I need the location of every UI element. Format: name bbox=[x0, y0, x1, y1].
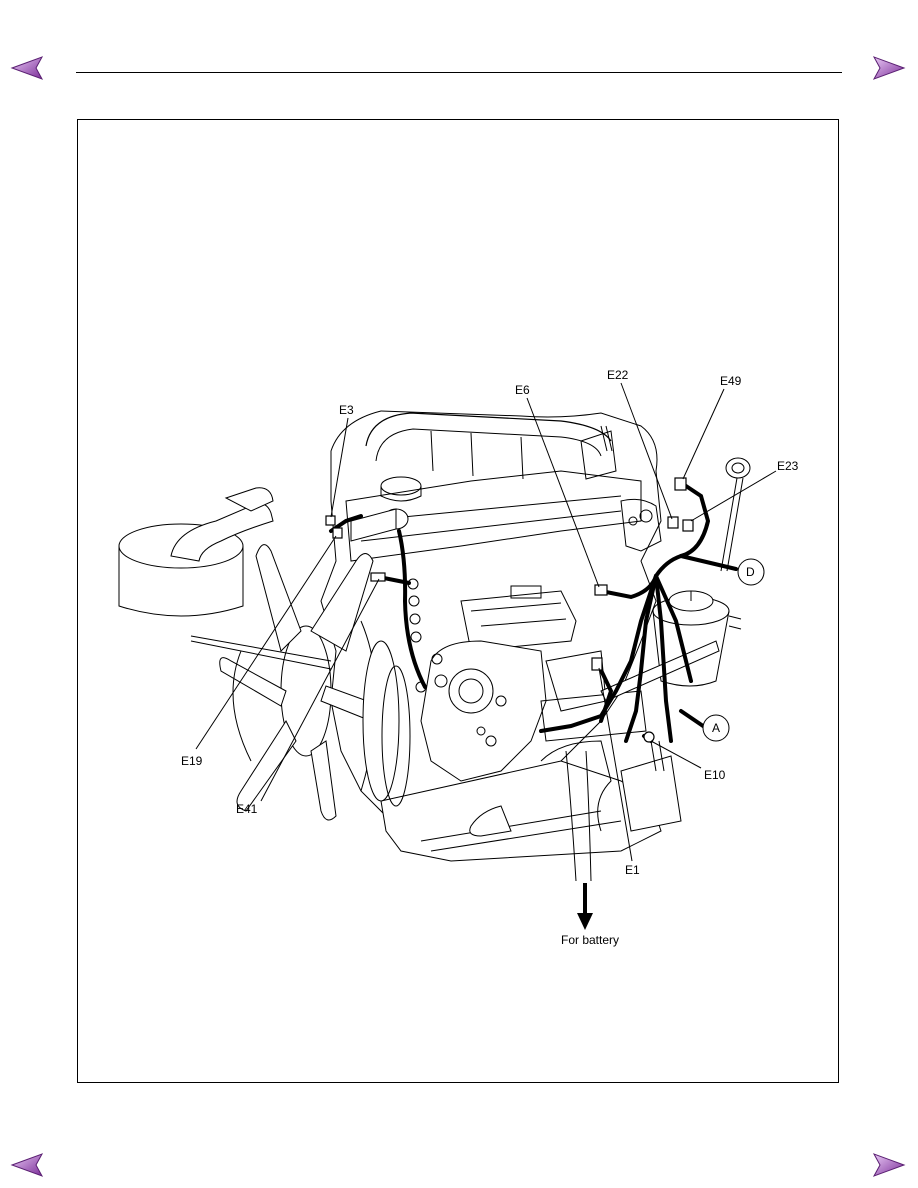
label-e3: E3 bbox=[339, 403, 354, 417]
label-e1: E1 bbox=[625, 863, 640, 877]
header-divider bbox=[76, 72, 842, 73]
battery-label: For battery bbox=[561, 933, 619, 947]
connector-e41 bbox=[370, 572, 386, 582]
label-e19: E19 bbox=[181, 754, 203, 768]
engine-harness-diagram: E3 E6 E22 E49 E23 E19 E41 E10 E1 D A For… bbox=[118, 368, 799, 947]
connector-e1 bbox=[591, 657, 603, 671]
callout-a-label: A bbox=[712, 721, 720, 735]
label-e22: E22 bbox=[607, 368, 629, 382]
label-e6: E6 bbox=[515, 383, 530, 397]
left-arrow-icon bbox=[10, 56, 44, 80]
previous-page-button-bottom[interactable] bbox=[10, 1152, 44, 1178]
previous-page-button[interactable] bbox=[10, 55, 44, 81]
label-e23: E23 bbox=[777, 459, 799, 473]
connector-e49 bbox=[674, 477, 687, 491]
connector-e10 bbox=[643, 731, 655, 743]
leader-lines bbox=[195, 382, 777, 862]
label-e41: E41 bbox=[236, 802, 258, 816]
label-e49: E49 bbox=[720, 374, 742, 388]
engine-block bbox=[320, 410, 662, 862]
callout-d bbox=[737, 558, 765, 586]
wiring-figure-frame: E3 E6 E22 E49 E23 E19 E41 E10 E1 D A For… bbox=[77, 119, 839, 1083]
next-page-button-bottom[interactable] bbox=[872, 1152, 906, 1178]
air-cleaner bbox=[118, 487, 274, 617]
cooling-fan bbox=[190, 544, 411, 821]
dipstick bbox=[720, 457, 751, 572]
right-arrow-icon bbox=[872, 1153, 906, 1177]
reservoir bbox=[600, 590, 742, 832]
callout-a bbox=[702, 714, 730, 742]
next-page-button[interactable] bbox=[872, 55, 906, 81]
right-arrow-icon bbox=[872, 56, 906, 80]
connector-e23 bbox=[682, 519, 694, 532]
label-e10: E10 bbox=[704, 768, 726, 782]
connectors bbox=[325, 477, 694, 743]
battery-arrow-icon bbox=[577, 883, 593, 930]
connector-e22 bbox=[667, 516, 679, 529]
battery-cable bbox=[469, 740, 612, 882]
left-arrow-icon bbox=[10, 1153, 44, 1177]
connector-e6 bbox=[594, 584, 608, 596]
connector-e19 bbox=[332, 527, 343, 539]
callout-d-label: D bbox=[746, 565, 755, 579]
connector-e3 bbox=[325, 515, 336, 526]
